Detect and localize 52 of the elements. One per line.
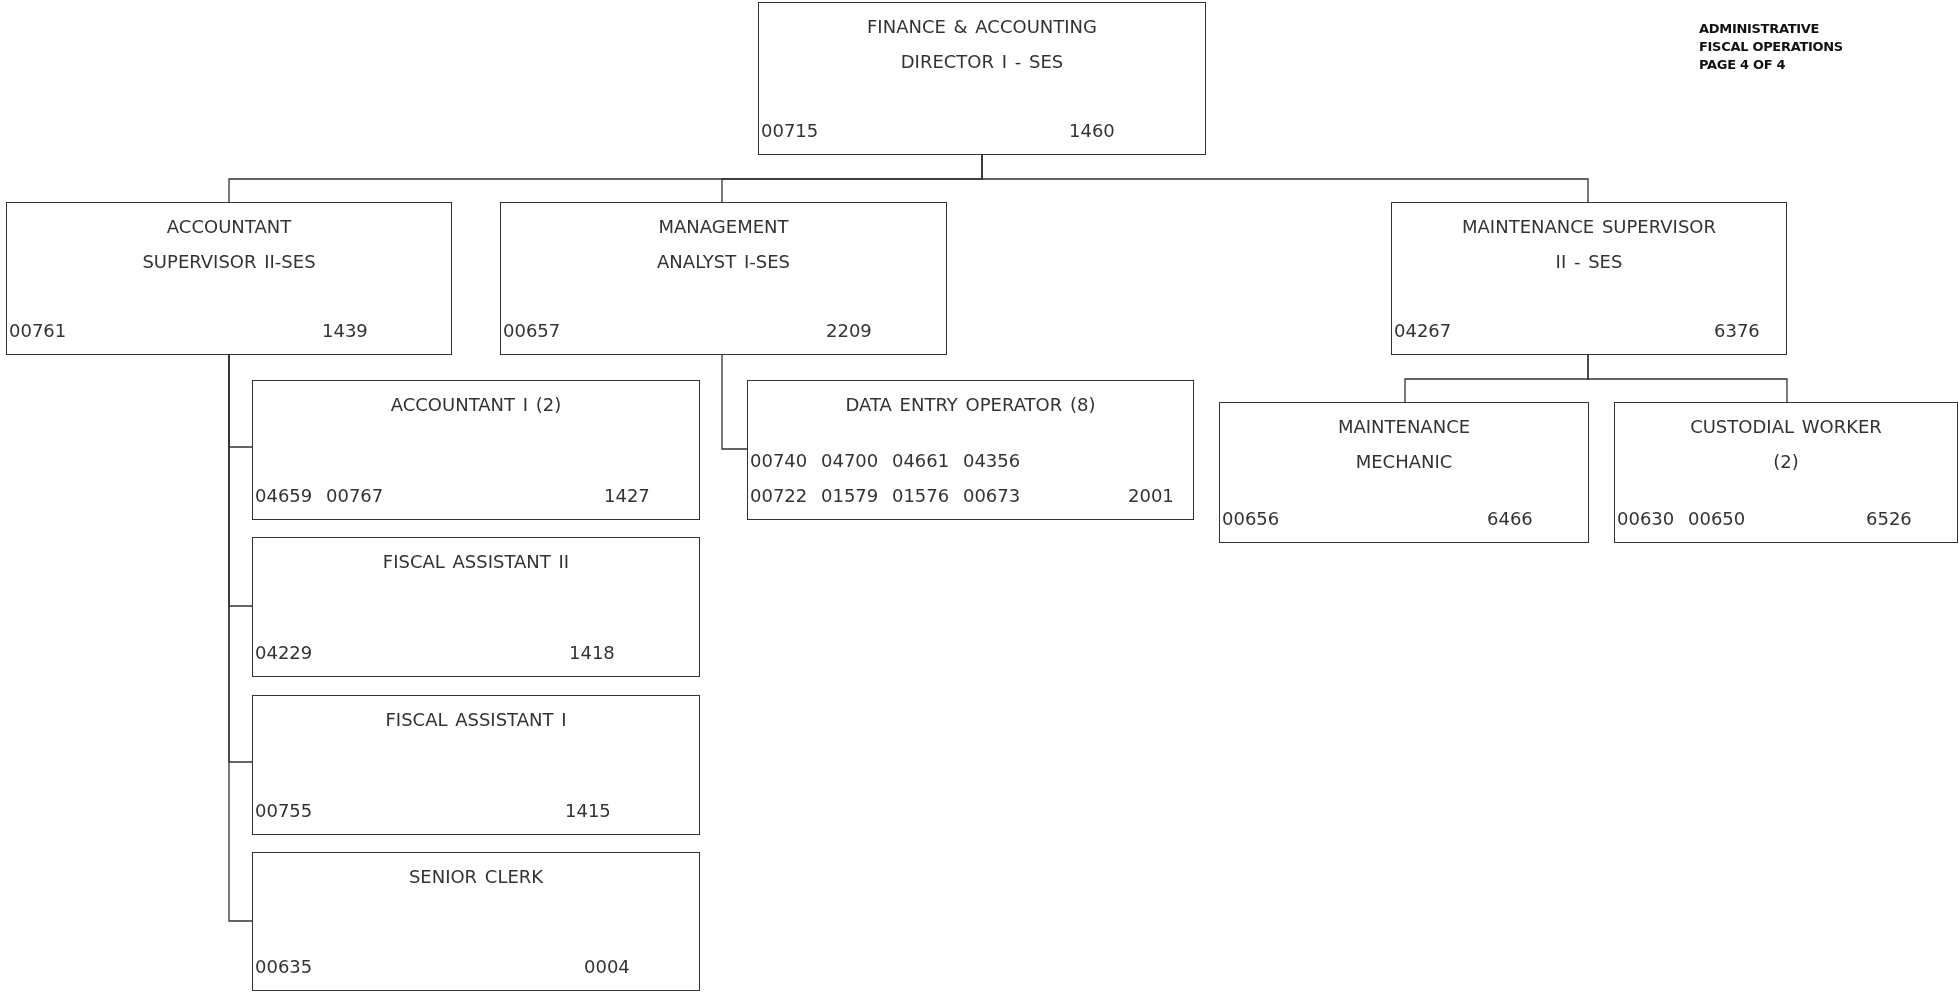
- position-box: [252, 380, 700, 520]
- position-title: MAINTENANCE MECHANIC: [1336, 415, 1472, 474]
- position-box: [252, 537, 700, 677]
- position-number: 00761: [9, 319, 67, 343]
- page-note: FISCAL OPERATIONS: [1699, 38, 1843, 56]
- position-box: [1614, 402, 1958, 543]
- position-box: [252, 852, 700, 991]
- position-number: 00656: [1222, 507, 1280, 531]
- position-title: MAINTENANCE SUPERVISOR II - SES: [1461, 215, 1717, 274]
- position-title: CUSTODIAL WORKER (2): [1689, 415, 1883, 474]
- position-number: 04659 00767: [255, 484, 384, 508]
- position-title: FISCAL ASSISTANT II: [381, 550, 571, 574]
- connector-line: [981, 154, 1589, 203]
- connector-line: [228, 354, 253, 922]
- position-box: [747, 380, 1194, 520]
- position-title: ACCOUNTANT SUPERVISOR II-SES: [141, 215, 317, 274]
- position-box: [500, 202, 947, 355]
- position-box: [1391, 202, 1787, 355]
- position-title: FINANCE & ACCOUNTING DIRECTOR I - SES: [866, 15, 1098, 74]
- position-box: [758, 2, 1206, 155]
- position-box: [1219, 402, 1589, 543]
- position-number: 00630 00650: [1617, 507, 1746, 531]
- position-title: FISCAL ASSISTANT I: [384, 708, 568, 732]
- position-count: 0004: [584, 955, 630, 979]
- position-count: 1460: [1069, 119, 1115, 143]
- page-note: ADMINISTRATIVE: [1699, 20, 1820, 38]
- position-number: 00755: [255, 799, 313, 823]
- position-number: 04229: [255, 641, 313, 665]
- position-title: SENIOR CLERK: [407, 865, 545, 889]
- connector-line: [721, 354, 748, 450]
- position-count: 1439: [322, 319, 368, 343]
- position-count: 6466: [1487, 507, 1533, 531]
- position-count: 1415: [565, 799, 611, 823]
- position-count: 1418: [569, 641, 615, 665]
- position-title: DATA ENTRY OPERATOR (8): [844, 393, 1097, 417]
- position-box: [6, 202, 452, 355]
- position-number: 00635: [255, 955, 313, 979]
- position-number: 04267: [1394, 319, 1452, 343]
- position-number: 00740 04700 04661 04356: [750, 449, 1021, 473]
- position-count: 1427: [604, 484, 650, 508]
- position-number: 00715: [761, 119, 819, 143]
- connector-line: [1587, 354, 1788, 403]
- position-title: MANAGEMENT ANALYST I-SES: [656, 215, 791, 274]
- position-box: [252, 695, 700, 835]
- page-note: PAGE 4 OF 4: [1699, 56, 1786, 74]
- position-number: 00657: [503, 319, 561, 343]
- position-title: ACCOUNTANT I (2): [389, 393, 563, 417]
- position-number: 00722 01579 01576 00673: [750, 484, 1021, 508]
- position-count: 6526: [1866, 507, 1912, 531]
- position-count: 6376: [1714, 319, 1760, 343]
- position-count: 2001: [1128, 484, 1174, 508]
- position-count: 2209: [826, 319, 872, 343]
